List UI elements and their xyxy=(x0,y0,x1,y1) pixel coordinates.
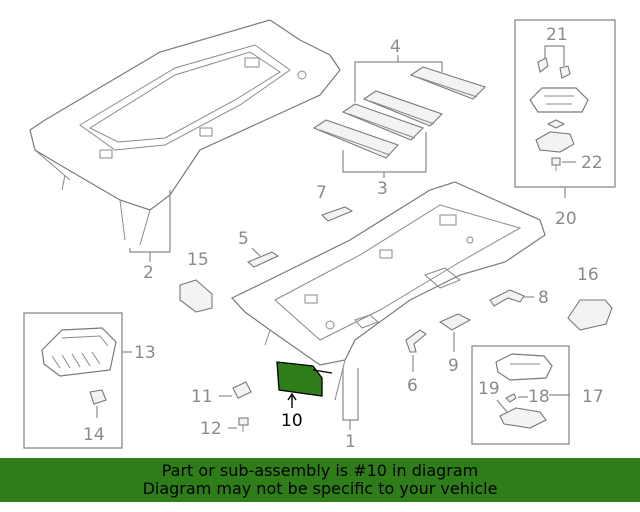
leader-3 xyxy=(342,132,427,178)
callout-6[interactable]: 6 xyxy=(407,376,418,396)
part-20-ring xyxy=(546,119,566,129)
part-5[interactable] xyxy=(246,251,280,268)
callout-18[interactable]: 18 xyxy=(528,387,550,407)
callout-9[interactable]: 9 xyxy=(448,356,459,376)
callout-8[interactable]: 8 xyxy=(538,288,549,308)
parts-diagram: 2 4 3 7 5 15 1 8 xyxy=(23,19,616,452)
notice-line-1: Part or sub-assembly is #10 in diagram xyxy=(161,461,479,480)
part-6[interactable] xyxy=(405,329,427,353)
part-9[interactable] xyxy=(438,313,472,331)
sun-visor-part-10[interactable] xyxy=(276,361,323,397)
part-7[interactable] xyxy=(320,206,354,222)
headliner-2[interactable] xyxy=(29,19,341,246)
part-12-screw[interactable] xyxy=(238,417,249,432)
part-15[interactable] xyxy=(179,279,213,313)
leader-1 xyxy=(342,368,359,430)
part-11[interactable] xyxy=(232,381,252,399)
callout-11[interactable]: 11 xyxy=(191,387,213,407)
callout-20[interactable]: 20 xyxy=(555,209,577,229)
callout-7[interactable]: 7 xyxy=(316,183,327,203)
part-8[interactable] xyxy=(489,289,525,307)
pad-3-4-group[interactable] xyxy=(312,66,487,159)
notice-line-2: Diagram may not be specific to your vehi… xyxy=(142,479,498,498)
headliner-1[interactable] xyxy=(231,181,546,401)
part-19-lens[interactable] xyxy=(499,407,547,429)
callout-21[interactable]: 21 xyxy=(546,25,568,45)
part-20-map-lamp[interactable] xyxy=(529,87,589,113)
part-22-screw[interactable] xyxy=(551,157,561,171)
part-21-clips[interactable] xyxy=(537,57,571,79)
callout-22[interactable]: 22 xyxy=(581,153,603,173)
part-13-console[interactable] xyxy=(41,327,117,377)
part-lamp-assy[interactable] xyxy=(495,353,553,381)
callout-1[interactable]: 1 xyxy=(345,432,356,452)
callout-15[interactable]: 15 xyxy=(187,250,209,270)
leader-5 xyxy=(251,247,261,257)
callout-17[interactable]: 17 xyxy=(582,387,604,407)
leader-2 xyxy=(129,190,171,262)
notice-banner: Part or sub-assembly is #10 in diagram D… xyxy=(0,458,640,502)
callout-5[interactable]: 5 xyxy=(238,229,249,249)
callout-13[interactable]: 13 xyxy=(134,343,156,363)
callout-10[interactable]: 10 xyxy=(281,411,303,431)
part-14[interactable] xyxy=(89,389,107,405)
leader-19 xyxy=(496,399,508,413)
part-20-lens[interactable] xyxy=(535,131,575,153)
callout-3[interactable]: 3 xyxy=(377,179,388,199)
callout-16[interactable]: 16 xyxy=(577,265,599,285)
leader-21 xyxy=(544,45,565,66)
leader-4 xyxy=(354,55,443,102)
callout-2[interactable]: 2 xyxy=(143,263,154,283)
leader-10 xyxy=(287,392,297,408)
part-18-bulb[interactable] xyxy=(505,393,517,403)
callout-14[interactable]: 14 xyxy=(83,425,105,445)
callout-12[interactable]: 12 xyxy=(200,419,222,439)
part-16[interactable] xyxy=(567,299,613,331)
callout-4[interactable]: 4 xyxy=(390,37,401,57)
sun-visor-rod xyxy=(312,369,333,374)
callout-19[interactable]: 19 xyxy=(478,379,500,399)
